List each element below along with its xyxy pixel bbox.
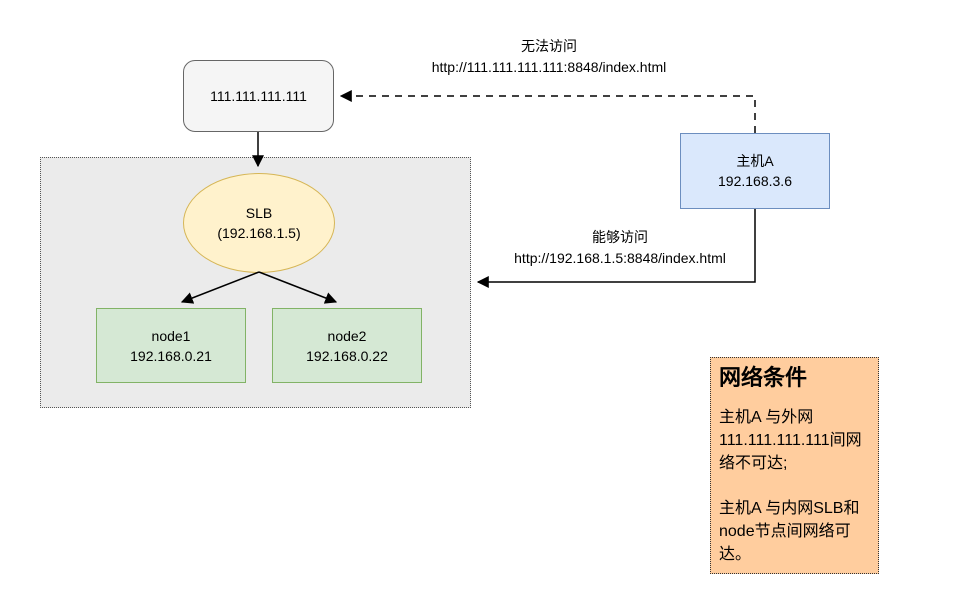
allowed-edge-title: 能够访问 bbox=[592, 229, 648, 245]
note-paragraph-2: 主机A 与内网SLB和 node节点间网络可 达。 bbox=[719, 500, 860, 563]
node2-ip: 192.168.0.22 bbox=[306, 347, 388, 364]
external-server-ip: 111.111.111.111 bbox=[210, 88, 307, 104]
node2-box: node2 192.168.0.22 bbox=[272, 308, 422, 383]
allowed-edge-label: 能够访问 http://192.168.1.5:8848/index.html bbox=[470, 227, 770, 269]
node2-name: node2 bbox=[327, 327, 367, 344]
node1-ip: 192.168.0.21 bbox=[130, 347, 212, 364]
network-conditions-note: 网络条件 主机A 与外网 111.111.111.111间网 络不可达; 主机A… bbox=[710, 357, 879, 574]
node1-name: node1 bbox=[151, 327, 191, 344]
note-title: 网络条件 bbox=[719, 365, 808, 390]
blocked-edge-line bbox=[339, 90, 756, 133]
external-server-node: 111.111.111.111 bbox=[183, 60, 334, 132]
note-paragraph-1: 主机A 与外网 111.111.111.111间网 络不可达; bbox=[719, 409, 862, 472]
blocked-edge-url: http://111.111.111.111:8848/index.html bbox=[431, 59, 667, 75]
slb-ip: (192.168.1.5) bbox=[217, 225, 301, 241]
slb-node: SLB (192.168.1.5) bbox=[183, 173, 335, 273]
host-a-box: 主机A 192.168.3.6 bbox=[680, 133, 830, 209]
blocked-edge-label: 无法访问 http://111.111.111.111:8848/index.h… bbox=[399, 36, 699, 78]
host-a-ip: 192.168.3.6 bbox=[718, 173, 792, 189]
allowed-edge-url: http://192.168.1.5:8848/index.html bbox=[514, 250, 726, 266]
host-a-name: 主机A bbox=[736, 153, 774, 169]
blocked-edge-title: 无法访问 bbox=[521, 38, 577, 54]
node1-box: node1 192.168.0.21 bbox=[96, 308, 246, 383]
slb-name: SLB bbox=[245, 205, 273, 221]
